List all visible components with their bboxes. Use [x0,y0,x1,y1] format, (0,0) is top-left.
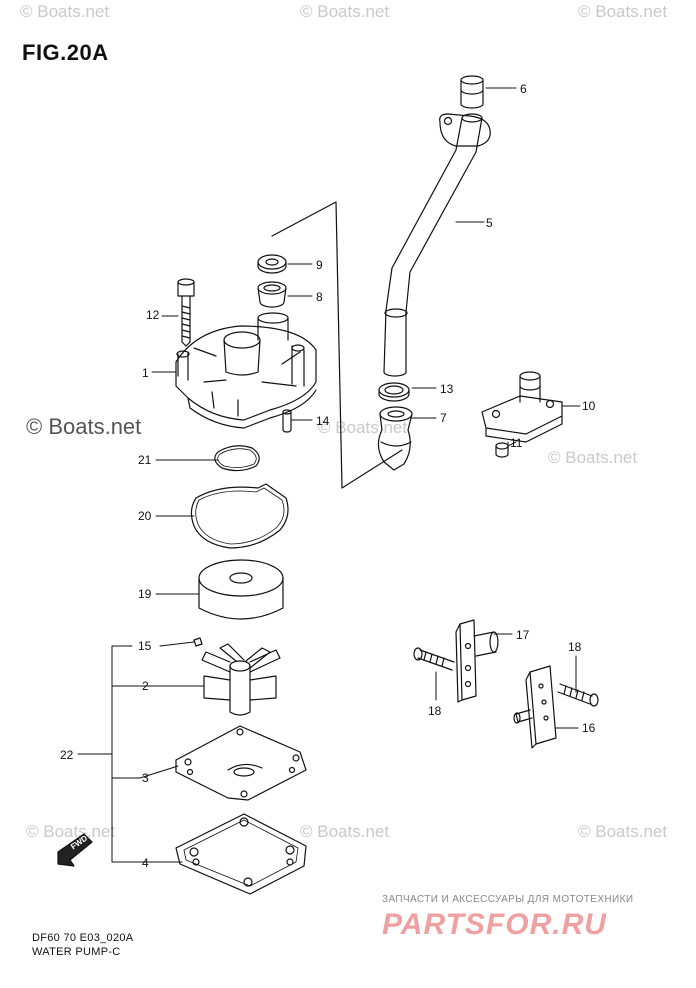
figure-caption: WATER PUMP-C [32,946,121,958]
shop-logo: PARTSFOR.RU [382,908,607,941]
part-1-pump-case [175,312,317,429]
label-part-15: 15 [138,639,152,653]
part-14-pin [282,409,292,433]
part-2-impeller [201,643,281,716]
part-13-seal [378,382,410,402]
figure-code: DF60 70 E03_020A [32,932,134,944]
watermark-text: © Boats.net [300,822,390,841]
label-part-19: 19 [138,587,152,601]
part-21-o-ring [214,445,260,472]
leader-lines [77,87,581,863]
part-4-gasket-plate [175,813,307,895]
part-18-bolt-right [557,683,599,707]
watermark-text: © Boats.net [578,2,668,21]
part-8-bushing [257,281,287,308]
part-7-grommet [377,406,413,471]
label-part-21: 21 [138,453,152,467]
assembly-bracket [271,201,403,489]
label-part-20: 20 [138,509,152,523]
label-part-22: 22 [60,748,74,762]
watermark-text: © Boats.net [548,448,638,467]
label-part-18-right: 18 [568,640,582,654]
label-part-2: 2 [142,679,149,693]
label-part-16: 16 [582,721,596,735]
watermark-text: © Boats.net [26,414,142,439]
figure-title: FIG.20A [22,40,109,65]
part-10-outlet-fitting [481,371,563,443]
part-12-bolt [177,278,195,347]
watermark-text: © Boats.net [26,822,116,841]
part-17-bracket [455,619,499,703]
watermark-text: © Boats.net [578,822,668,841]
part-6-cap [460,75,484,109]
part-18-bolt-left [413,647,455,671]
part-20-gasket [190,483,289,549]
shop-tagline: ЗАПЧАСТИ И АКСЕССУАРЫ ДЛЯ МОТОТЕХНИКИ [382,894,634,905]
label-part-12: 12 [146,308,160,322]
label-part-3: 3 [142,771,149,785]
label-part-8: 8 [316,290,323,304]
label-part-7: 7 [440,411,447,425]
watermark-text: © Boats.net [300,2,390,21]
label-part-17: 17 [516,628,530,642]
fwd-arrow-icon [57,833,93,867]
label-part-4: 4 [142,856,149,870]
part-11-screw [495,442,509,458]
label-part-18-left: 18 [428,704,442,718]
part-19-liner [198,559,284,620]
part-15-key [193,637,203,647]
label-part-6: 6 [520,82,527,96]
label-part-5: 5 [486,216,493,230]
label-part-14: 14 [316,414,330,428]
part-9-washer [257,254,287,274]
label-part-13: 13 [440,382,454,396]
watermark-text: © Boats.net [20,2,110,21]
part-5-water-tube [383,113,491,377]
part-16-bracket [513,665,557,749]
label-part-11: 11 [510,436,523,450]
part-3-plate [175,725,307,801]
label-part-9: 9 [316,258,323,272]
label-part-10: 10 [582,399,596,413]
label-part-1: 1 [142,366,149,380]
